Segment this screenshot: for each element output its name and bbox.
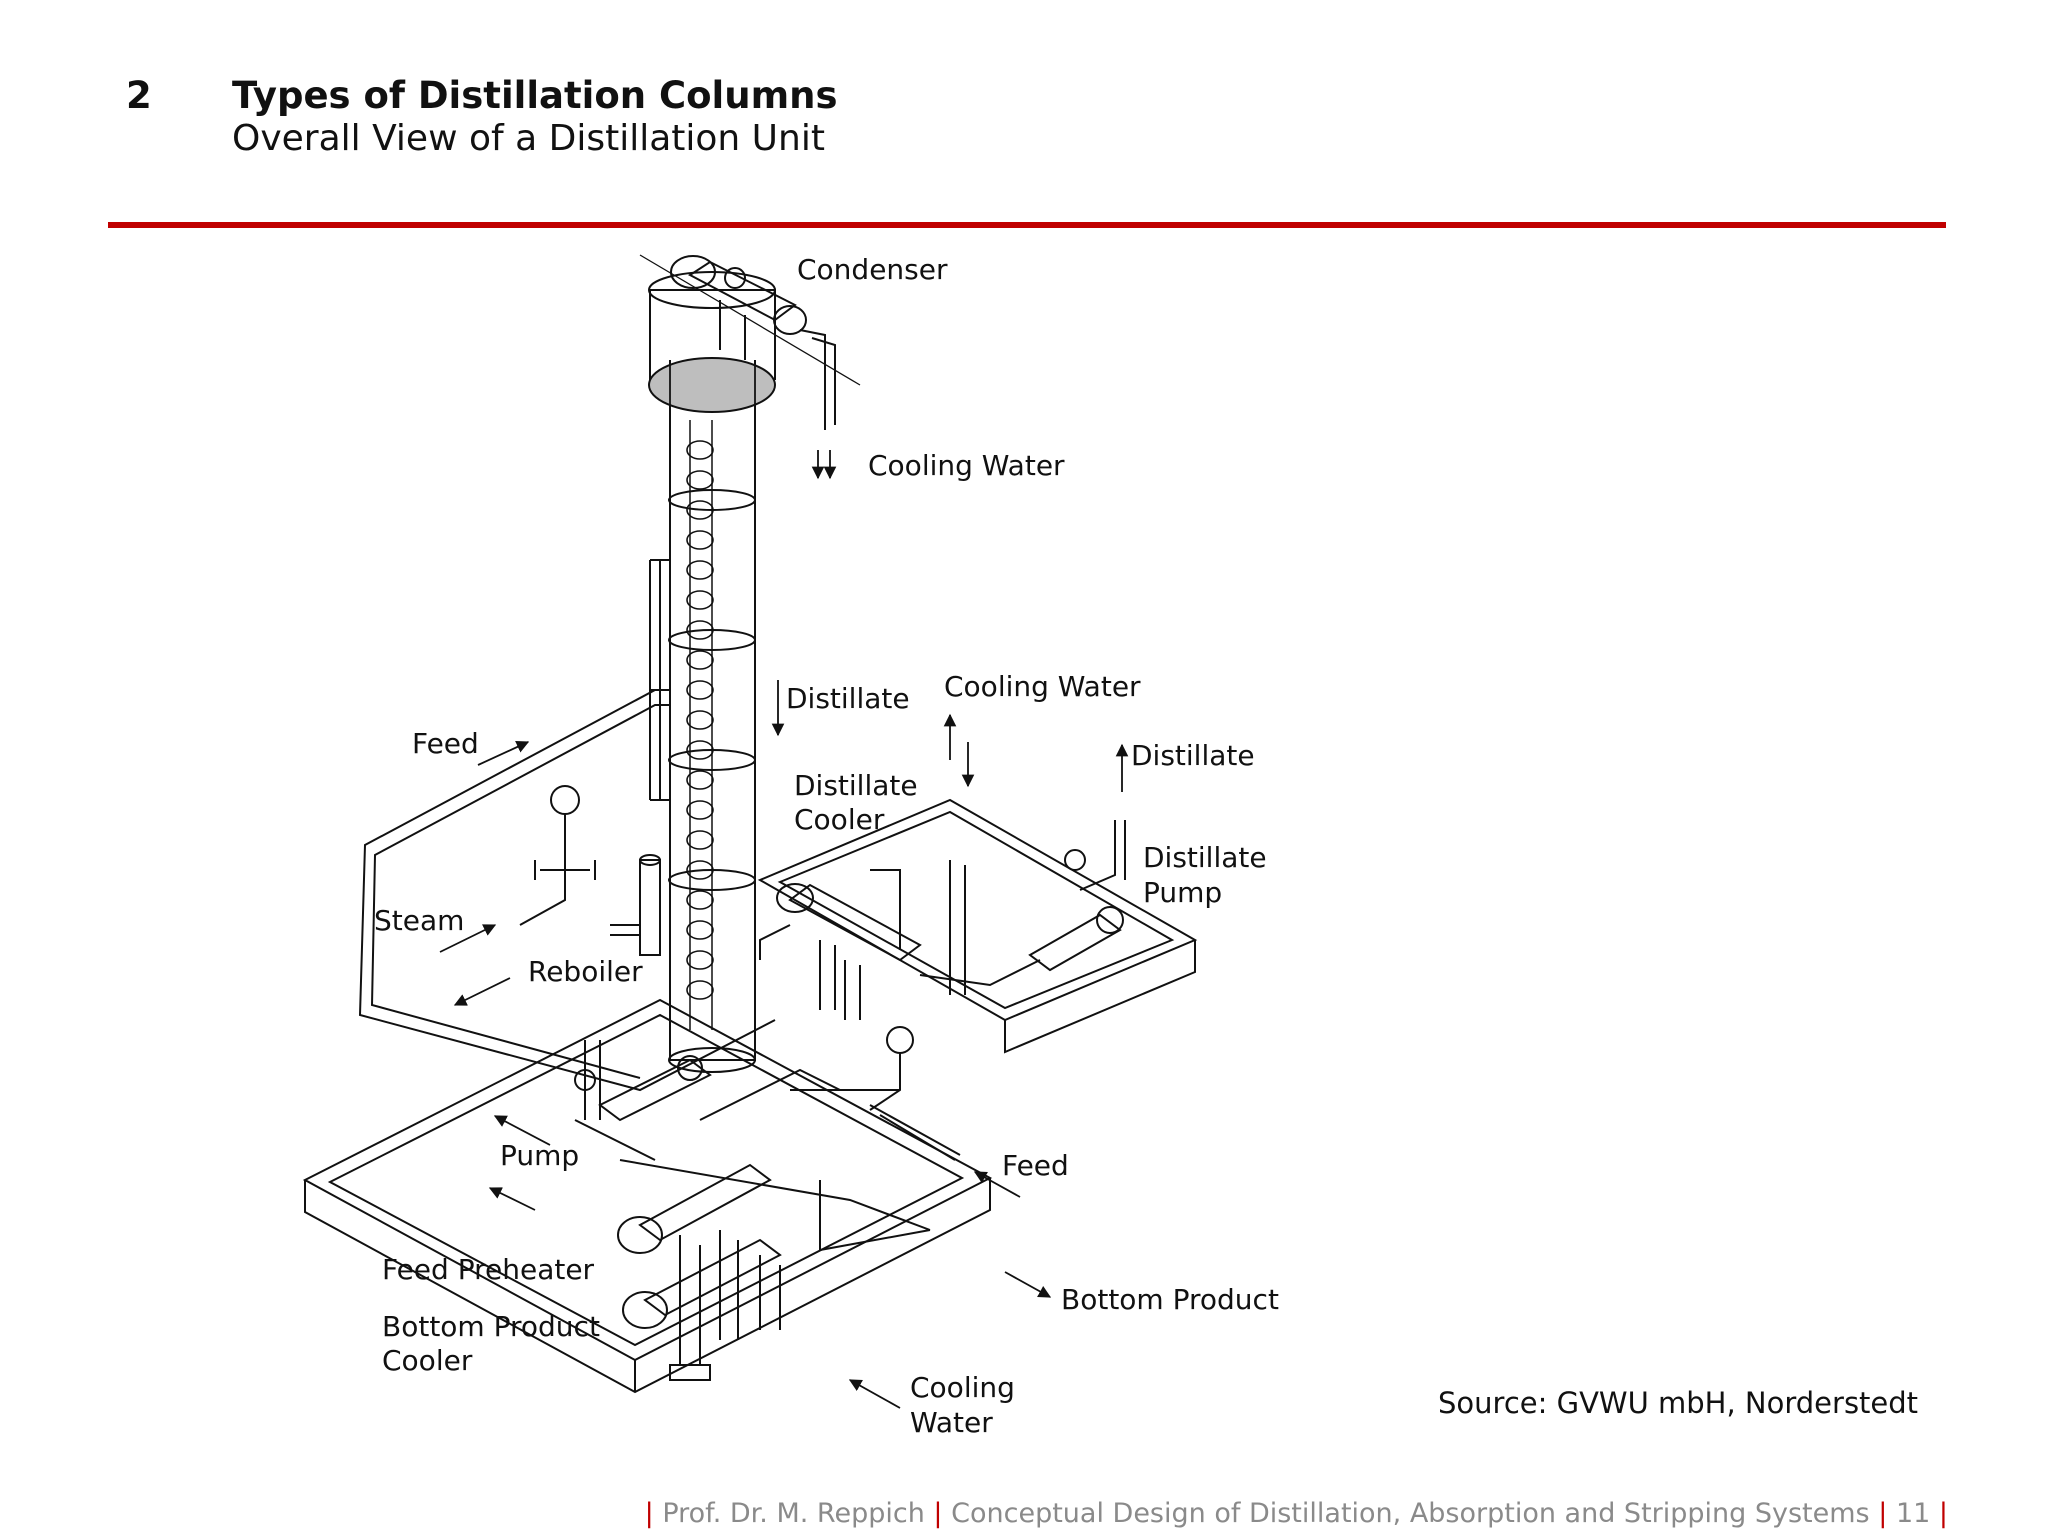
footer-separator: | [1938, 1498, 1948, 1529]
steam-valve [519, 785, 596, 926]
label-distillate-pump-line1: Distillate [1143, 841, 1267, 874]
label-reboiler: Reboiler [528, 955, 643, 988]
slide-title: Types of Distillation Columns [232, 74, 838, 117]
footer-course: Conceptual Design of Distillation, Absor… [951, 1498, 1870, 1529]
label-cooling-water-cooler: Cooling Water [944, 670, 1141, 703]
distillate-cooler [759, 869, 922, 1020]
footer-separator: | [644, 1498, 654, 1529]
slide-subtitle: Overall View of a Distillation Unit [232, 118, 825, 159]
label-pump: Pump [500, 1139, 579, 1172]
label-feed-preheater: Feed Preheater [382, 1253, 595, 1286]
flow-arrows [439, 450, 1129, 1409]
condenser-unit [639, 254, 861, 430]
label-distillate-cooler-line2: Cooler [794, 803, 885, 836]
footer-page-number: 11 [1895, 1498, 1931, 1529]
label-steam: Steam [374, 904, 464, 937]
title-divider [108, 222, 1946, 228]
bottom-product-cooler [622, 1238, 782, 1330]
main-base-platform [302, 998, 993, 1394]
bottom-pump [574, 1040, 712, 1161]
section-number: 2 [126, 74, 152, 117]
footer-separator: | [933, 1498, 943, 1529]
source-credit: Source: GVWU mbH, Norderstedt [1438, 1386, 1919, 1420]
distillation-column [648, 271, 776, 1073]
feed-preheater [617, 1163, 772, 1381]
upper-base-platform [757, 798, 1198, 1054]
label-feed-left: Feed [412, 727, 479, 760]
feed-valve-right [790, 1026, 961, 1161]
label-cooling-water-bottom-line2: Water [910, 1406, 993, 1439]
bottom-piping [619, 1068, 931, 1252]
label-bottom-product-cooler-line1: Bottom Product [382, 1310, 600, 1343]
label-distillate-up: Distillate [1131, 739, 1255, 772]
label-cooling-water-bottom-line1: Cooling [910, 1371, 1015, 1404]
footer-author: Prof. Dr. M. Reppich [662, 1498, 925, 1529]
label-bottom-product-cooler-line2: Cooler [382, 1344, 473, 1377]
feed-line [358, 559, 776, 1092]
label-distillate-cooler-line1: Distillate [794, 769, 918, 802]
label-distillate-down: Distillate [786, 682, 910, 715]
label-bottom-product: Bottom Product [1061, 1283, 1279, 1316]
footer-separator: | [1878, 1498, 1888, 1529]
slide-footer: | Prof. Dr. M. Reppich | Conceptual Desi… [645, 1498, 1948, 1529]
label-condenser: Condenser [797, 253, 948, 286]
reboiler [610, 854, 661, 956]
label-cooling-water-top: Cooling Water [868, 449, 1065, 482]
label-distillate-pump-line2: Pump [1143, 876, 1222, 909]
label-feed-right: Feed [1002, 1149, 1069, 1182]
distillate-pump [919, 820, 1126, 995]
